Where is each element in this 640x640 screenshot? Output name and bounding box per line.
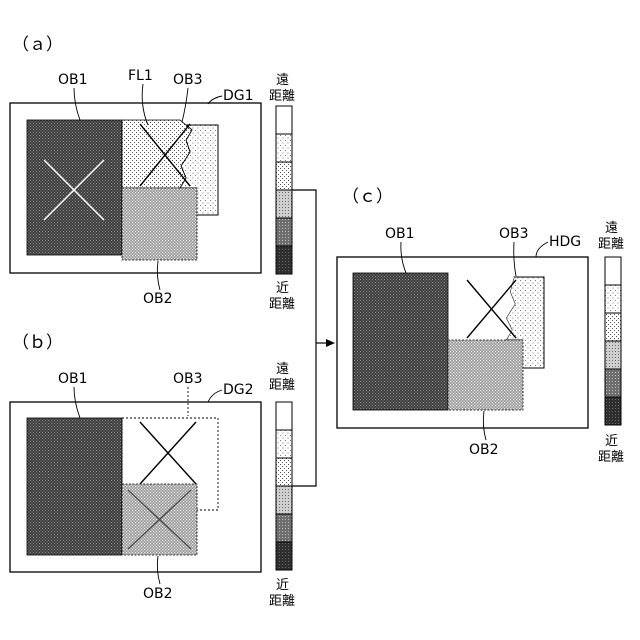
panel-c-ob3-label: OB3	[499, 226, 529, 242]
panel-c-scale-far-1: 遠	[605, 221, 618, 236]
panel-a-fl1-label: FL1	[128, 68, 153, 84]
panel-c-ob1-block	[353, 273, 448, 410]
panel-b-scale-near-1: 近	[276, 578, 289, 593]
panel-a: （ａ） OB1 FL1 OB3 DG1 OB2 遠 距離	[10, 35, 295, 312]
panel-c-label: （ｃ）	[342, 187, 393, 207]
panel-a-ob1-label: OB1	[58, 72, 88, 88]
panel-c-ob2-label: OB2	[469, 442, 499, 458]
panel-c-ob1-label: OB1	[385, 226, 415, 242]
panel-c-scale-far-2: 距離	[598, 237, 624, 252]
panel-b-scale-far-1: 遠	[276, 362, 289, 377]
panel-c-depth-scale: 遠 距離 近 距離	[598, 221, 624, 465]
panel-c: （ｃ） OB1 OB3 HDG OB2 遠 距離 近	[337, 187, 624, 465]
panel-b-scale-near-2: 距離	[269, 594, 295, 609]
panel-b-ob1-block	[27, 418, 122, 555]
panel-b-ob1-label: OB1	[58, 371, 88, 387]
panel-a-scale-near-1: 近	[276, 281, 289, 296]
merge-connector	[292, 190, 335, 486]
panel-a-ob1-block	[27, 120, 122, 255]
panel-a-scale-far-1: 遠	[276, 73, 289, 88]
panel-a-depth-scale: 遠 距離 近 距離	[269, 73, 295, 312]
panel-c-hdg-label: HDG	[549, 234, 581, 250]
panel-a-scale-far-2: 距離	[269, 89, 295, 104]
panel-a-ob3-label: OB3	[173, 72, 203, 88]
panel-a-dg1-label: DG1	[223, 88, 254, 104]
panel-b-dg2-label: DG2	[223, 382, 254, 398]
panel-a-fill-region	[122, 120, 192, 188]
panel-c-scale-near-1: 近	[605, 434, 618, 449]
panel-a-ob2-label: OB2	[143, 291, 173, 307]
panel-b: （ｂ） OB1 OB3 DG2 OB2 遠 距離 近	[10, 333, 295, 609]
panel-b-ob3-label: OB3	[173, 371, 203, 387]
panel-b-scale-far-2: 距離	[269, 378, 295, 393]
panel-a-scale-near-2: 距離	[269, 297, 295, 312]
panel-b-ob2-label: OB2	[143, 586, 173, 602]
merge-arrow-icon	[326, 339, 335, 347]
panel-c-scale-near-2: 距離	[598, 450, 624, 465]
panel-b-label: （ｂ）	[12, 333, 63, 353]
panel-c-ob2-block	[448, 340, 523, 410]
panel-a-ob2-block	[122, 188, 197, 260]
panel-b-depth-scale: 遠 距離 近 距離	[269, 362, 295, 609]
panel-a-label: （ａ）	[12, 35, 63, 55]
